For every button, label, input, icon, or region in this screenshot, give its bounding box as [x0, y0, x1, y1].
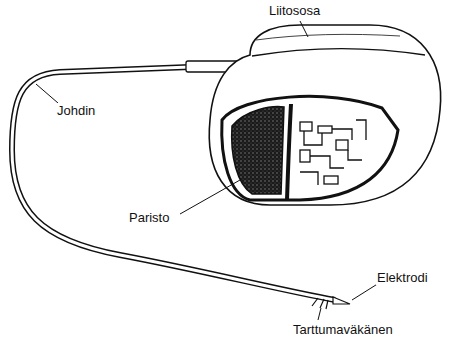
- pacemaker-body: [209, 25, 440, 205]
- part-label: Johdin: [56, 103, 96, 118]
- barbs: [312, 298, 328, 309]
- circuit: [300, 120, 366, 185]
- header-edge: [256, 34, 400, 40]
- part-label: Paristo: [128, 210, 170, 225]
- divider: [287, 104, 291, 200]
- battery: [232, 107, 284, 194]
- part-label: Liitososa: [268, 3, 321, 18]
- leader-lines: [36, 21, 379, 320]
- part-label: Elektrodi: [376, 270, 429, 285]
- part-label: Tarttumaväkänen: [292, 322, 394, 337]
- electrode-tip: [333, 297, 350, 304]
- header-line: [252, 49, 425, 56]
- cutaway: [222, 96, 398, 200]
